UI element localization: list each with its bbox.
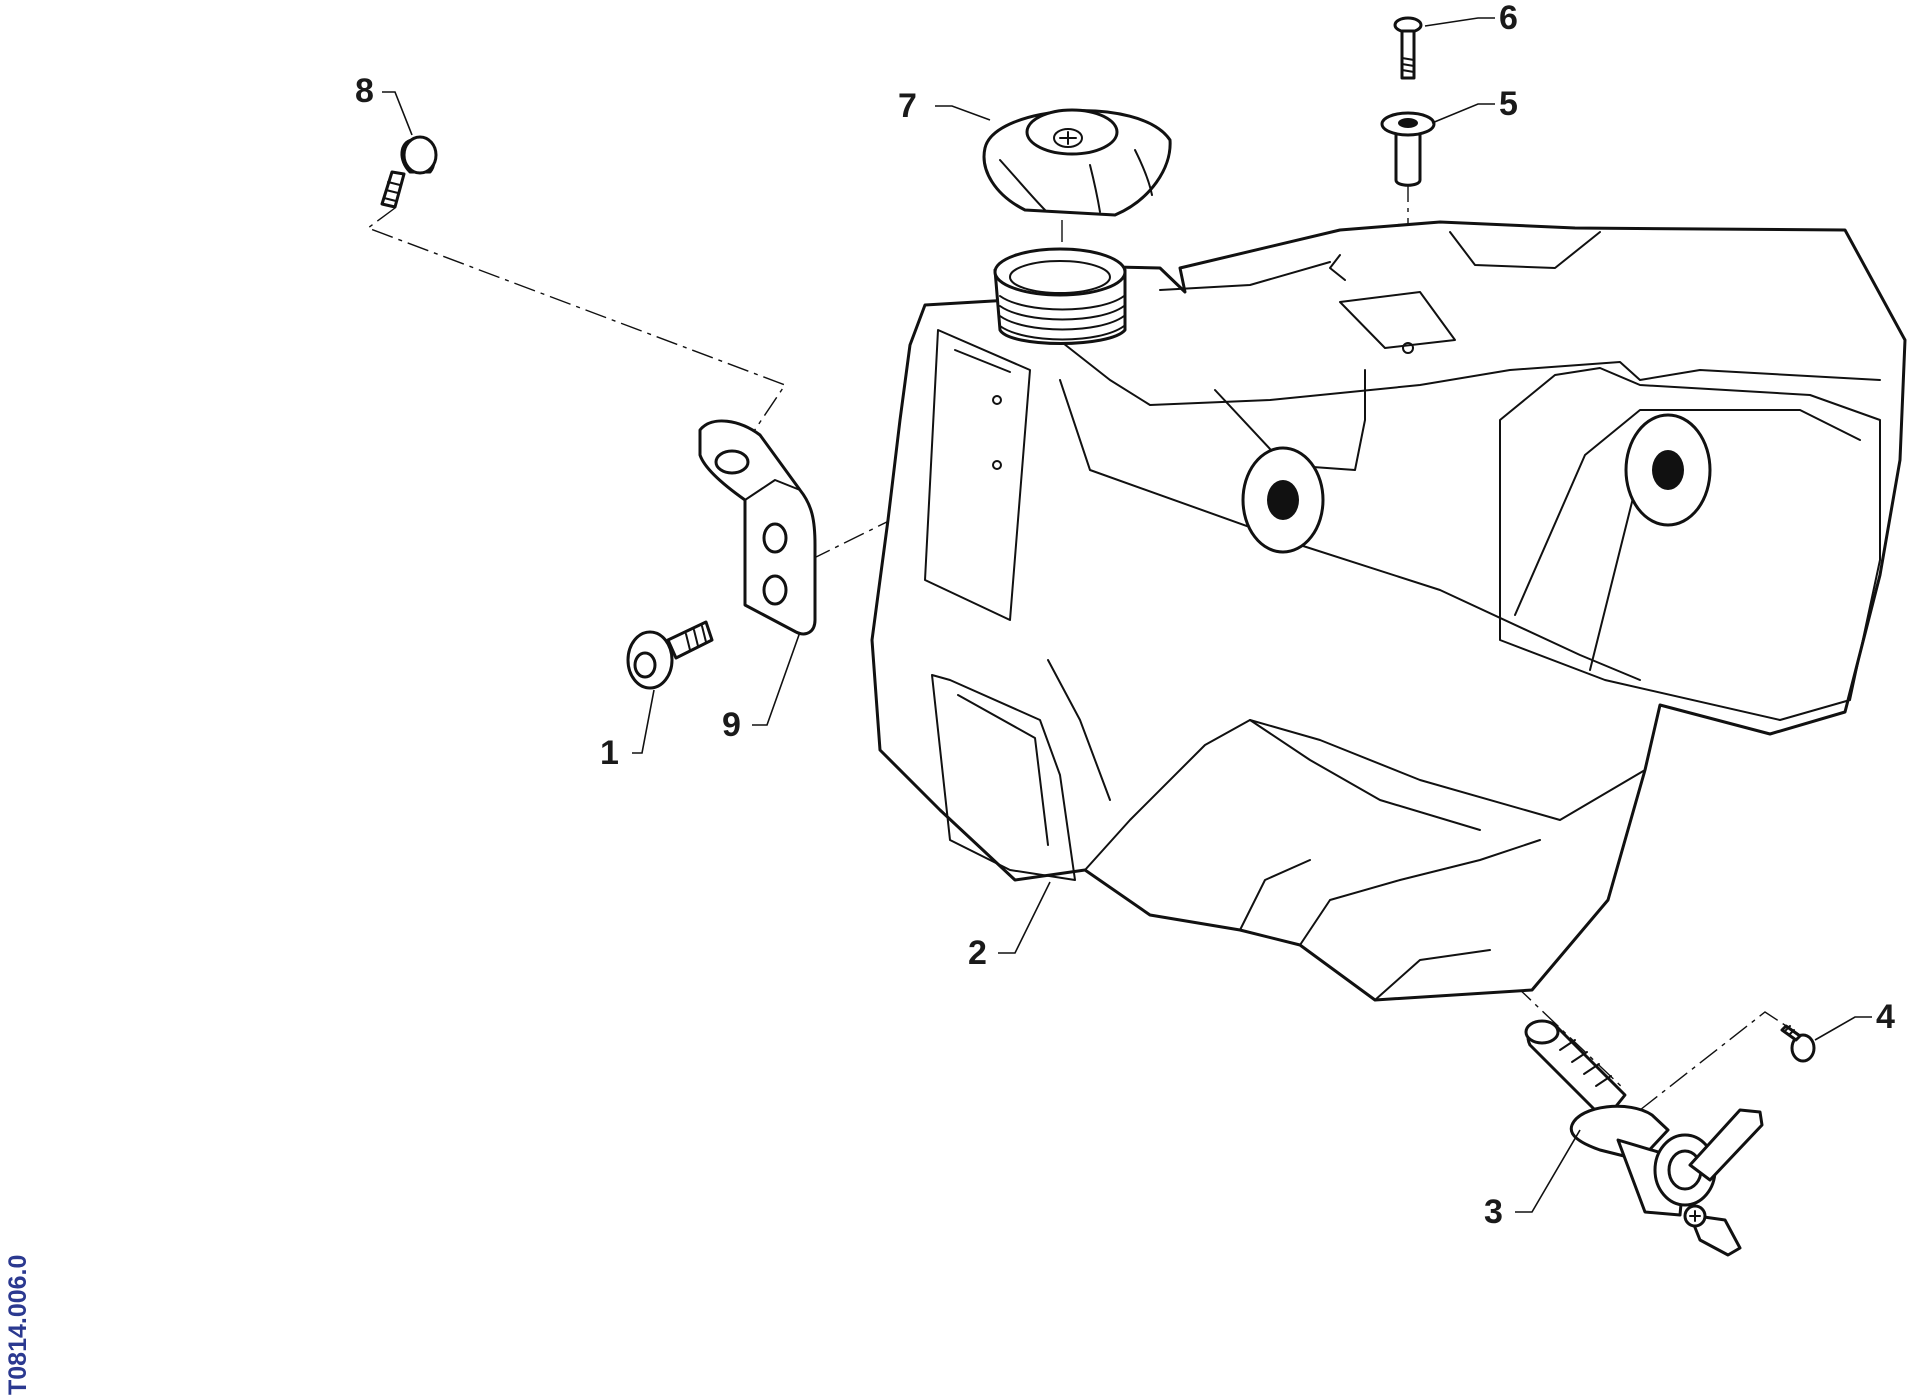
screw-8	[380, 135, 438, 209]
callout-1: 1	[600, 734, 619, 772]
fuel-tap-3	[1524, 1019, 1764, 1257]
screw-1	[626, 620, 714, 690]
fuel-cap	[982, 108, 1172, 217]
callout-numbers: 1 2 3 4 5 6 7 8 9	[355, 0, 1895, 1231]
callout-5: 5	[1499, 85, 1518, 123]
screw-4	[1780, 1024, 1816, 1063]
bracket-9	[698, 419, 817, 636]
callout-4: 4	[1876, 998, 1895, 1036]
callout-3: 3	[1484, 1193, 1503, 1231]
screw-6	[1393, 16, 1423, 80]
callout-2: 2	[968, 934, 987, 972]
drawing-reference-code: T0814.006.0	[4, 1255, 32, 1395]
bush-5	[1380, 111, 1436, 187]
callout-9: 9	[722, 706, 741, 744]
callout-leaders	[382, 17, 1872, 1213]
callout-8: 8	[355, 72, 374, 110]
fuel-tank	[870, 220, 1907, 1002]
callout-6: 6	[1499, 0, 1518, 37]
callout-7: 7	[898, 87, 917, 125]
